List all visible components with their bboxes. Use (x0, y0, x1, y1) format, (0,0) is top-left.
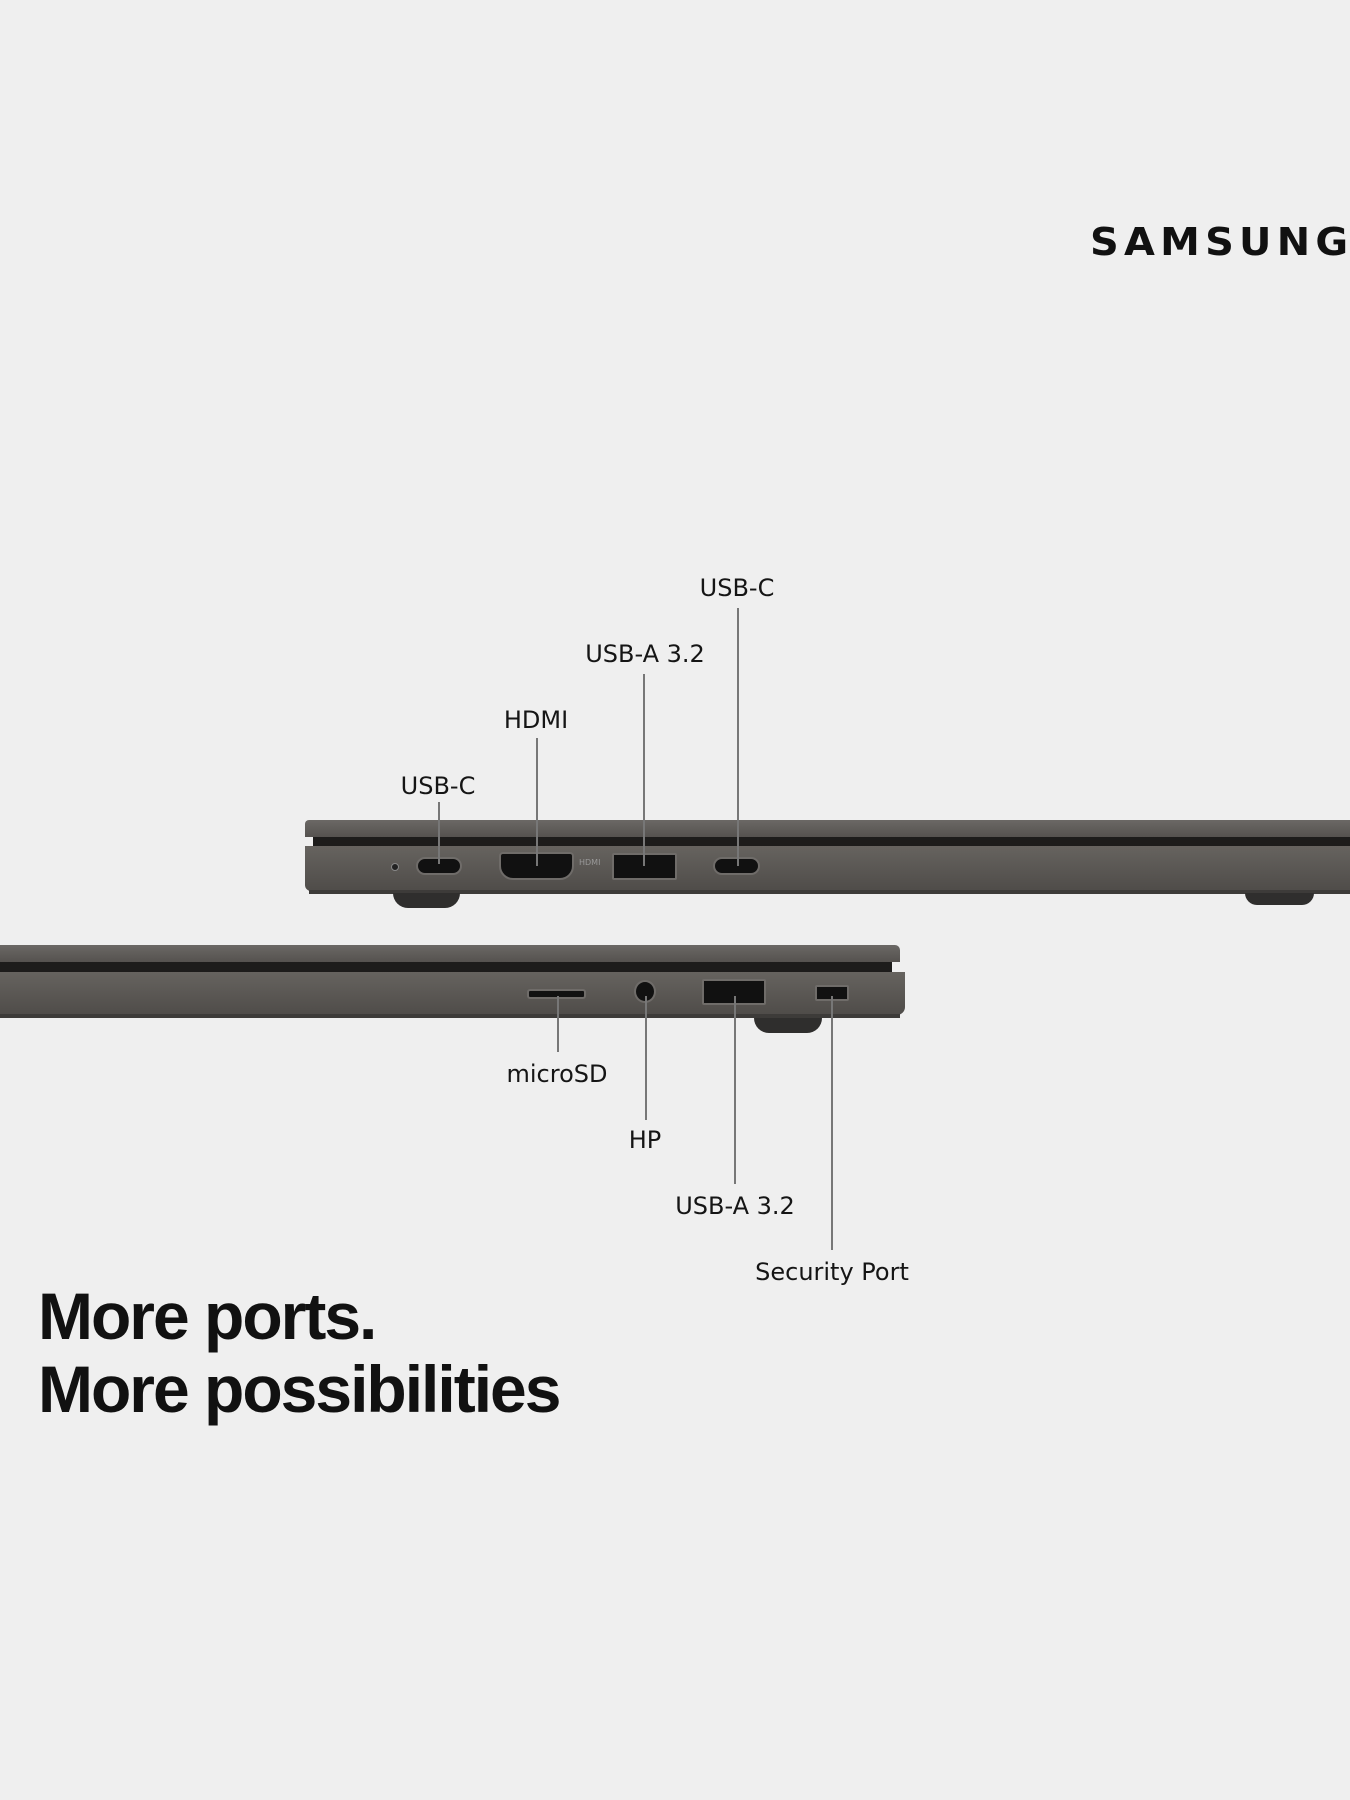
port-label-security: Security Port (755, 1258, 909, 1286)
headline-line-1: More ports. (38, 1279, 377, 1353)
laptop-foot (393, 893, 460, 908)
leader-line (734, 996, 736, 1184)
laptop-right-side (0, 945, 905, 1025)
leader-line (643, 674, 645, 866)
leader-line (438, 802, 440, 864)
leader-line (557, 996, 559, 1052)
hdmi-marking: HDMI (579, 858, 601, 867)
port-label-usb-a: USB-A 3.2 (585, 640, 705, 668)
port-label-microsd: microSD (506, 1060, 608, 1088)
port-label-usb-a: USB-A 3.2 (675, 1192, 795, 1220)
leader-line (645, 996, 647, 1120)
port-label-hdmi: HDMI (503, 706, 569, 734)
laptop-foot (1245, 893, 1314, 905)
headline-line-2: More possibilities (38, 1352, 561, 1426)
power-led (391, 863, 399, 871)
laptop-foot (754, 1018, 822, 1033)
hdmi-port (499, 852, 574, 880)
leader-line (737, 608, 739, 866)
microsd-slot (527, 989, 586, 999)
port-label-usb-c: USB-C (699, 574, 775, 602)
port-label-usb-c: USB-C (400, 772, 476, 800)
port-label-hp: HP (628, 1126, 662, 1154)
laptop-left-side (305, 820, 1350, 910)
headline: More ports. More possibilities (38, 1279, 561, 1426)
leader-line (536, 738, 538, 866)
usb-c-port (713, 857, 760, 875)
leader-line (831, 996, 833, 1250)
samsung-logo: SAMSUNG (1090, 220, 1350, 264)
